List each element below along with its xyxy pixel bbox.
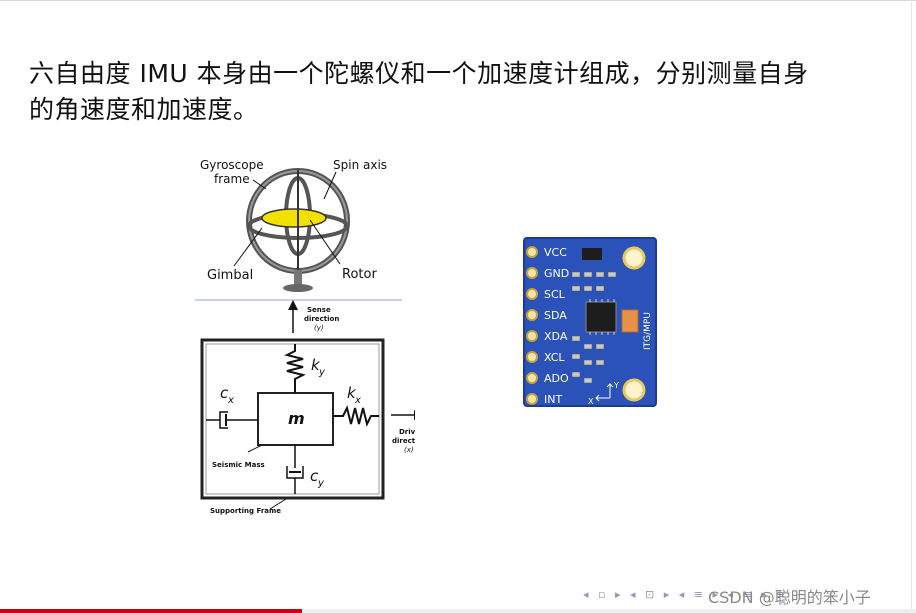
pin-hole-sda [526,309,538,321]
mounting-hole-top [622,246,646,270]
damper-cx [206,411,258,429]
spin-axis-label: Spin axis [333,158,387,172]
mounting-hole-bottom [622,378,646,402]
spring-kx [333,405,379,427]
pin-label-scl: SCL [544,288,566,301]
top-divider [0,0,916,1]
gimbal-label: Gimbal [207,268,253,283]
slide-progress-bar [0,609,916,613]
gyroscope-frame-label-2: frame [214,172,250,186]
pin-label-xcl: XCL [544,351,565,364]
right-divider [911,0,912,613]
accelerometer-diagram: Sense direction (y) m k y k x c x c y [200,300,415,515]
pin-hole-ado [526,372,538,384]
slide-text: 六自由度 IMU 本身由一个陀螺仪和一个加速度计组成，分别测量自身 的角速度和加… [29,56,899,128]
cx-symbol: c [220,384,229,402]
sense-direction-label-3: (y) [314,324,324,332]
support-pointer [269,498,287,510]
pin-hole-int [526,393,538,405]
spring-ky [284,344,306,393]
gyroscope-base [283,284,313,292]
axis-x-label: X [588,397,594,406]
seismic-pointer [247,444,263,453]
axis-y-label: Y [613,381,619,390]
frame-pointer [252,179,267,190]
pin-label-gnd: GND [544,267,569,280]
smd-components [571,271,617,384]
drive-direction-label-3: (x) [404,446,414,454]
rotor-disc [261,208,327,228]
pin-label-vcc: VCC [544,246,567,259]
watermark: CSDN @聪明的笨小子 [708,588,871,607]
slide-navigation-controls[interactable]: ◂ ▫ ▸ ◂ ⊡ ▸ ◂ ≡ ▸ ◂ ≡ ▸ ≡ ∽ ◦ ◦ [583,588,840,601]
headline-line-1: 六自由度 IMU 本身由一个陀螺仪和一个加速度计组成，分别测量自身 [29,59,809,88]
ky-symbol: k [311,356,321,374]
drive-direction-label-1: Drive [399,428,415,436]
pin-label-column: VCC GND SCL SDA XDA XCL ADO INT [544,246,569,406]
mpu-board-photo: VCC GND SCL SDA XDA XCL ADO INT ITG/MPU Y X [523,237,657,407]
axis-marking [595,383,614,402]
pin-hole-scl [526,288,538,300]
supporting-frame-inner [205,343,380,495]
pin-hole-vcc [526,246,538,258]
rotor-label: Rotor [342,267,377,282]
gyroscope-stem [294,270,302,286]
regulator-chip [582,248,602,260]
pin-hole-xcl [526,351,538,363]
supporting-frame-label: Supporting Frame [210,507,281,515]
pin-label-sda: SDA [544,309,567,322]
drive-arrow-head [414,410,415,420]
kx-symbol: k [347,384,357,402]
pin-hole-gnd [526,267,538,279]
seismic-mass-label: Seismic Mass [212,461,265,469]
sense-direction-label-1: Sense [307,306,331,314]
pin-label-ado: ADO [544,372,569,385]
gyroscope-diagram: Gyroscope frame Spin axis Gimbal Rotor [200,158,387,292]
cx-subscript: x [227,395,234,406]
sense-direction-label-2: direction [304,315,339,323]
cy-subscript: y [317,478,325,489]
pin-hole-xda [526,330,538,342]
slide-progress-fill [0,609,303,613]
drive-direction-label-2: direction [392,437,415,445]
gimbal-pointer [233,227,263,267]
damper-cy [286,445,304,494]
imu-chip [585,301,617,333]
tantalum-capacitor [621,309,639,333]
kx-subscript: x [354,395,361,406]
board-silkscreen: ITG/MPU [643,312,653,350]
rotor-pointer [309,219,341,265]
gyroscope-accelerometer-figure: Gyroscope frame Spin axis Gimbal Rotor S… [195,158,415,515]
spin-pointer [323,171,337,200]
headline-line-2: 的角速度和加速度。 [29,95,259,124]
gyroscope-frame-label-1: Gyroscope [200,158,264,172]
pin-header [526,246,538,405]
pin-label-xda: XDA [544,330,568,343]
cy-symbol: c [310,467,319,485]
chip-pins [589,299,615,335]
sense-arrow-head [288,300,298,310]
mass-symbol: m [288,409,305,428]
pin-label-int: INT [544,393,562,406]
ky-subscript: y [318,367,326,378]
